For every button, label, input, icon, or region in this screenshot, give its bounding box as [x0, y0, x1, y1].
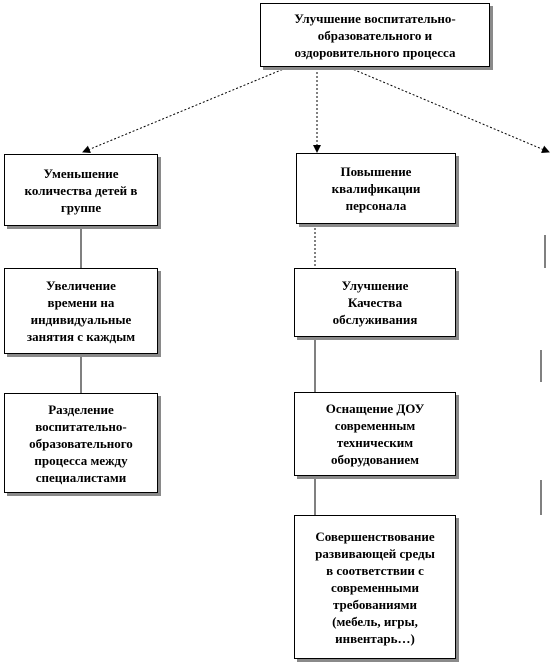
node-staff-qualification: Повышение квалификации персонала [296, 153, 456, 224]
node-individual-time-text: Увеличение времени на индивидуальные зан… [26, 278, 136, 344]
node-service-quality: Улучшение Качества обслуживания [294, 268, 456, 337]
root-node: Улучшение воспитательно- образовательног… [260, 3, 490, 67]
arrow-root-to-right-branch [349, 67, 550, 153]
node-environment: Совершенствование развивающей среды в со… [294, 515, 456, 659]
node-divide-process: Разделение воспитательно- образовательно… [4, 393, 158, 493]
node-reduce-children: Уменьшение количества детей в группе [4, 154, 158, 226]
node-equipment: Оснащение ДОУ современным техническим об… [294, 392, 456, 476]
node-divide-process-text: Разделение воспитательно- образовательно… [29, 401, 133, 485]
node-staff-qualification-text: Повышение квалификации персонала [331, 164, 421, 213]
node-environment-text: Совершенствование развивающей среды в со… [315, 528, 435, 646]
node-equipment-text: Оснащение ДОУ современным техническим об… [325, 401, 425, 467]
node-service-quality-text: Улучшение Качества обслуживания [332, 278, 418, 327]
root-node-text: Улучшение воспитательно- образовательног… [294, 10, 456, 60]
node-reduce-children-text: Уменьшение количества детей в группе [24, 165, 138, 215]
node-individual-time: Увеличение времени на индивидуальные зан… [4, 268, 158, 354]
arrow-root-to-left-branch [82, 67, 287, 154]
